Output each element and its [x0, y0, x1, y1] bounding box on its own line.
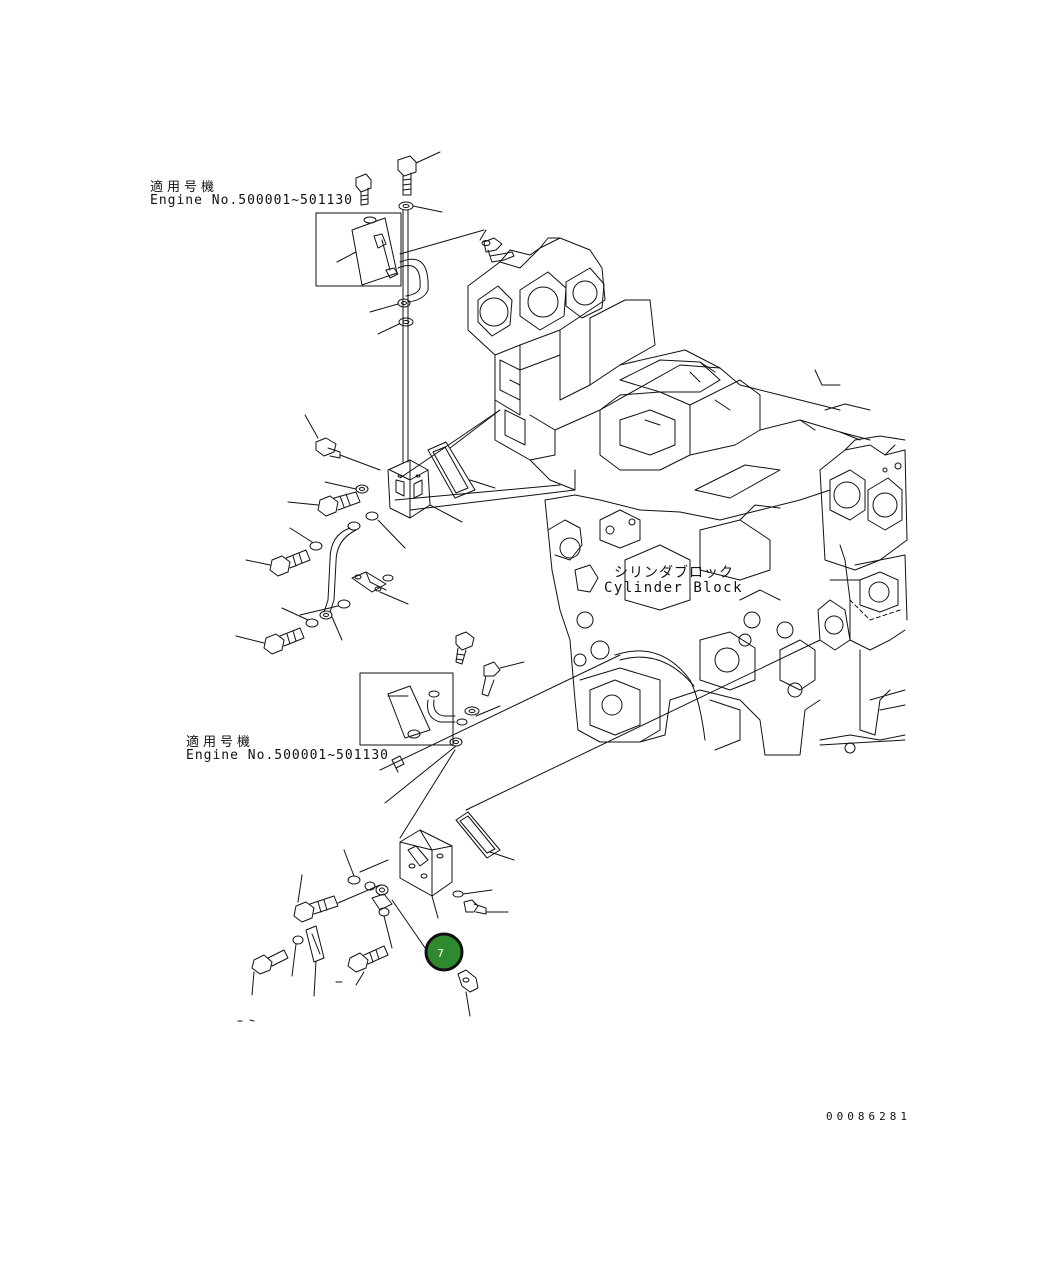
cylinder-block-label-en: Cylinder Block — [604, 580, 744, 596]
cylinder-block — [467, 237, 908, 756]
lower-note-jp: 適用号機 — [186, 735, 255, 750]
upper-note-jp: 適用号機 — [150, 180, 219, 195]
lower-note-engine-no: Engine No.500001~501130 — [186, 748, 390, 763]
callout-7[interactable]: 7 — [424, 932, 464, 972]
upper-note-engine-no: Engine No.500001~501130 — [150, 193, 354, 208]
upper-filter-assembly — [235, 151, 576, 655]
cylinder-block-label-jp: シリンダブロック — [614, 565, 734, 581]
callout-number: 7 — [437, 947, 444, 960]
drawing-number: 00086281 — [826, 1110, 911, 1123]
lower-filter-assembly — [237, 631, 821, 1022]
callout-circle[interactable] — [424, 932, 464, 972]
